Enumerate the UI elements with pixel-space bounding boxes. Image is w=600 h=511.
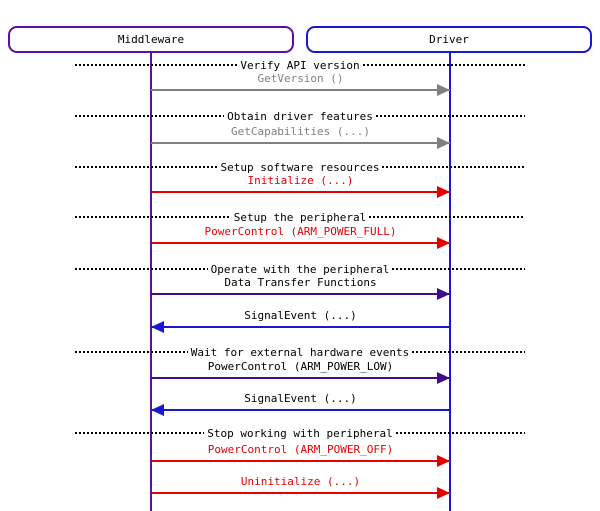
message-line [151,321,450,333]
section-divider-stop-working: Stop working with peripheral [75,425,525,441]
message-line [151,186,450,198]
arrowhead-right-icon [437,237,450,249]
message-label: PowerControl (ARM_POWER_OFF) [207,443,394,456]
section-title: Operate with the peripheral [207,262,393,276]
message-uninitialize: Uninitialize (...) [151,474,450,499]
message-line [151,372,450,384]
arrowhead-right-icon [437,186,450,198]
message-line [151,137,450,149]
message-line [151,487,450,499]
actor-box-middleware: Middleware [8,26,294,53]
message-data-transfer-functions: Data Transfer Functions [151,275,450,300]
section-divider-wait-for-hardware-events: Wait for external hardware events [75,344,525,360]
section-title: Verify API version [237,58,363,72]
arrowhead-right-icon [437,288,450,300]
message-getversion: GetVersion () [151,71,450,96]
message-label: Data Transfer Functions [224,276,377,289]
message-label: PowerControl (ARM_POWER_FULL) [204,225,397,238]
section-title: Obtain driver features [224,109,376,123]
arrowhead-right-icon [437,455,450,467]
message-line [151,84,450,96]
actor-label-middleware: Middleware [117,33,185,46]
message-label: GetCapabilities (...) [230,125,371,138]
actor-label-driver: Driver [429,33,469,46]
message-line [151,455,450,467]
arrowhead-left-icon [151,404,164,416]
section-title: Wait for external hardware events [187,345,413,359]
message-getcapabilities: GetCapabilities (...) [151,124,450,149]
message-line [151,237,450,249]
arrowhead-right-icon [437,487,450,499]
actor-box-driver: Driver [306,26,592,53]
message-line [151,404,450,416]
lifeline-driver [449,51,451,511]
section-divider-setup-the-peripheral: Setup the peripheral [75,209,525,225]
section-title: Setup the peripheral [230,210,370,224]
message-powercontrol-low: PowerControl (ARM_POWER_LOW) [151,359,450,384]
message-powercontrol-full: PowerControl (ARM_POWER_FULL) [151,224,450,249]
message-powercontrol-off: PowerControl (ARM_POWER_OFF) [151,442,450,467]
message-label: GetVersion () [257,72,344,85]
message-label: Uninitialize (...) [240,475,361,488]
section-title: Setup software resources [217,160,383,174]
arrowhead-right-icon [437,372,450,384]
lifeline-middleware [150,51,152,511]
message-label: SignalEvent (...) [244,309,357,322]
section-divider-obtain-driver-features: Obtain driver features [75,108,525,124]
message-initialize: Initialize (...) [151,173,450,198]
message-label: Initialize (...) [247,174,354,187]
message-line [151,288,450,300]
message-signalevent-1: SignalEvent (...) [151,308,450,333]
arrowhead-right-icon [437,84,450,96]
arrowhead-right-icon [437,137,450,149]
section-divider-setup-software-resources: Setup software resources [75,159,525,175]
section-divider-verify-api-version: Verify API version [75,57,525,73]
message-label: SignalEvent (...) [244,392,357,405]
message-label: PowerControl (ARM_POWER_LOW) [207,360,394,373]
section-title: Stop working with peripheral [204,426,396,440]
message-signalevent-2: SignalEvent (...) [151,391,450,416]
arrowhead-left-icon [151,321,164,333]
section-divider-operate-with-peripheral: Operate with the peripheral [75,261,525,277]
